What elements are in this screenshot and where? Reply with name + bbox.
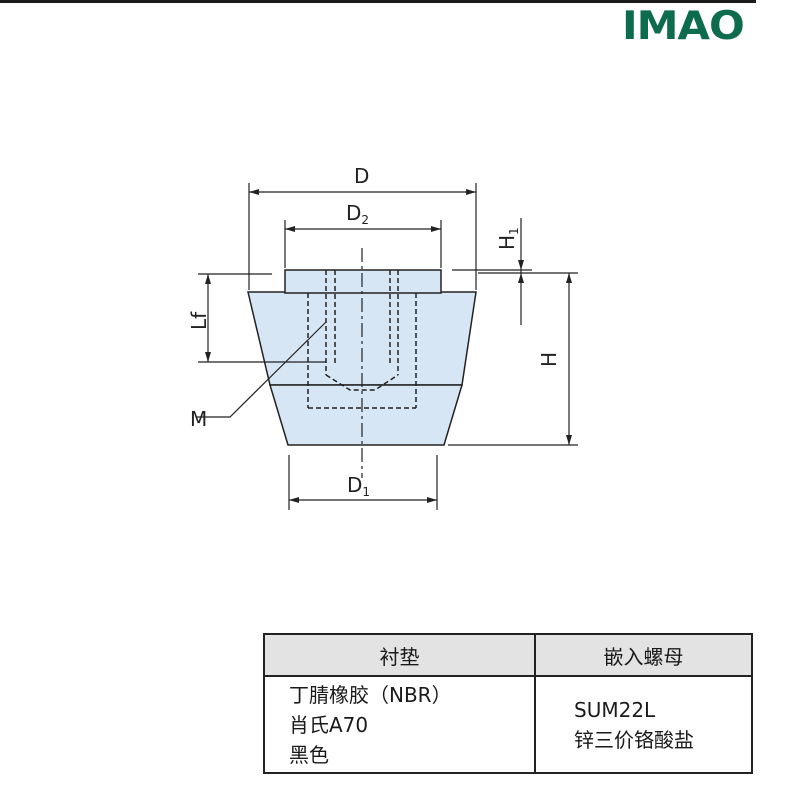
spec-table: 衬垫 嵌入螺母 丁腈橡胶（NBR） 肖氏A70 黑色 SUM22L 锌三价铬酸盐 (263, 633, 753, 774)
label-d2: D2 (346, 201, 369, 227)
cell-pad-spec: 丁腈橡胶（NBR） 肖氏A70 黑色 (263, 675, 536, 774)
header-nut: 嵌入螺母 (534, 633, 753, 677)
nut-finish: 锌三价铬酸盐 (574, 727, 694, 752)
nut-base (268, 384, 464, 446)
nut-material: SUM22L (574, 697, 656, 722)
imao-logo: IMAO (622, 4, 745, 49)
label-lf: Lf (187, 311, 211, 330)
dimension-lines (196, 183, 578, 510)
pad-hardness: 肖氏A70 (289, 712, 369, 737)
top-rule (0, 0, 756, 3)
pad-material: 丁腈橡胶（NBR） (289, 682, 452, 707)
header-pad: 衬垫 (263, 633, 536, 677)
table-row: 丁腈橡胶（NBR） 肖氏A70 黑色 SUM22L 锌三价铬酸盐 (263, 675, 753, 774)
label-m: M (190, 407, 207, 431)
top-boss (284, 269, 442, 294)
label-d: D (354, 164, 369, 188)
arrowheads (205, 189, 572, 503)
label-d1: D1 (347, 473, 370, 499)
label-h: H (537, 352, 561, 367)
label-h1: H1 (495, 227, 521, 250)
cell-nut-spec: SUM22L 锌三价铬酸盐 (534, 675, 753, 774)
pad-color: 黑色 (289, 742, 329, 767)
table-header-row: 衬垫 嵌入螺母 (263, 633, 753, 677)
